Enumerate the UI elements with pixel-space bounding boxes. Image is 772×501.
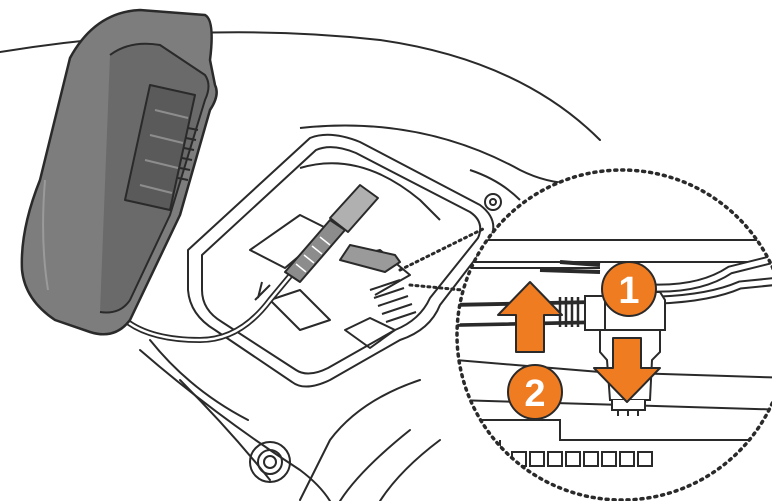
step-badge-2: 2 <box>508 365 562 419</box>
screw-top-icon <box>485 194 501 210</box>
plug-connector <box>255 185 400 300</box>
step-badge-1: 1 <box>602 262 656 316</box>
step-number-2: 2 <box>524 373 545 415</box>
zoom-callout <box>450 170 772 500</box>
step-number-1: 1 <box>618 270 639 312</box>
